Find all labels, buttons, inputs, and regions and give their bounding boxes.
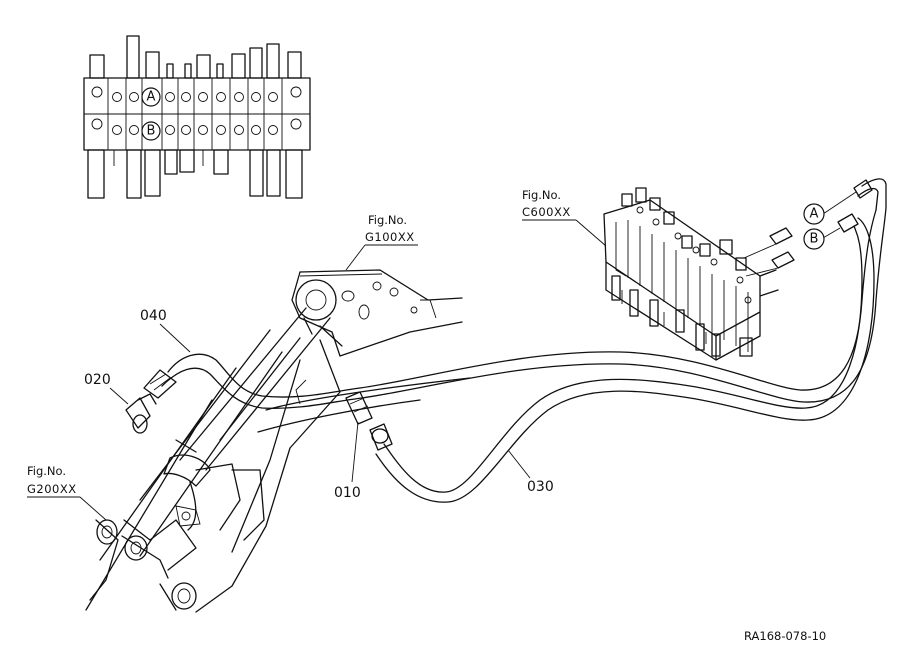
control-valve-isometric (603, 179, 873, 361)
port-a-label-top: A (147, 90, 156, 105)
hose-lines (161, 178, 887, 503)
part-label-030: 030 (507, 449, 554, 495)
port-b-callout-top (141, 121, 161, 141)
part-number-020: 020 (84, 372, 111, 388)
part-number-010: 010 (334, 485, 361, 501)
part-number-030: 030 (527, 479, 554, 495)
port-b-label: B (810, 232, 819, 247)
fig-ref-g200-line2: G200XX (27, 482, 77, 496)
boom-frame-drawing (85, 269, 471, 613)
part-label-040: 040 (140, 308, 191, 353)
fig-ref-g200: Fig.No. G200XX (27, 464, 107, 521)
part-label-010: 010 (334, 421, 361, 501)
port-b-label-top: B (147, 124, 156, 139)
fig-ref-c600: Fig.No. C600XX (522, 188, 607, 247)
port-b-callout (803, 228, 825, 250)
fitting-010 (345, 391, 393, 451)
fig-ref-g100-line1: Fig.No. (368, 213, 407, 227)
fig-ref-g100-line2: G100XX (365, 230, 415, 244)
part-label-020: 020 (84, 372, 129, 405)
port-a-callout (803, 203, 825, 225)
part-number-040: 040 (140, 308, 167, 324)
port-a-label: A (810, 207, 819, 222)
port-a-callout-top (141, 87, 161, 107)
fitting-020 (125, 369, 177, 434)
fig-ref-g200-line1: Fig.No. (27, 464, 66, 478)
control-valve-front-view: A B (83, 35, 311, 199)
fig-ref-g100: Fig.No. G100XX (345, 213, 418, 271)
fig-ref-c600-line2: C600XX (522, 205, 571, 219)
drawing-code: RA168-078-10 (744, 629, 826, 643)
fig-ref-c600-line1: Fig.No. (522, 188, 561, 202)
